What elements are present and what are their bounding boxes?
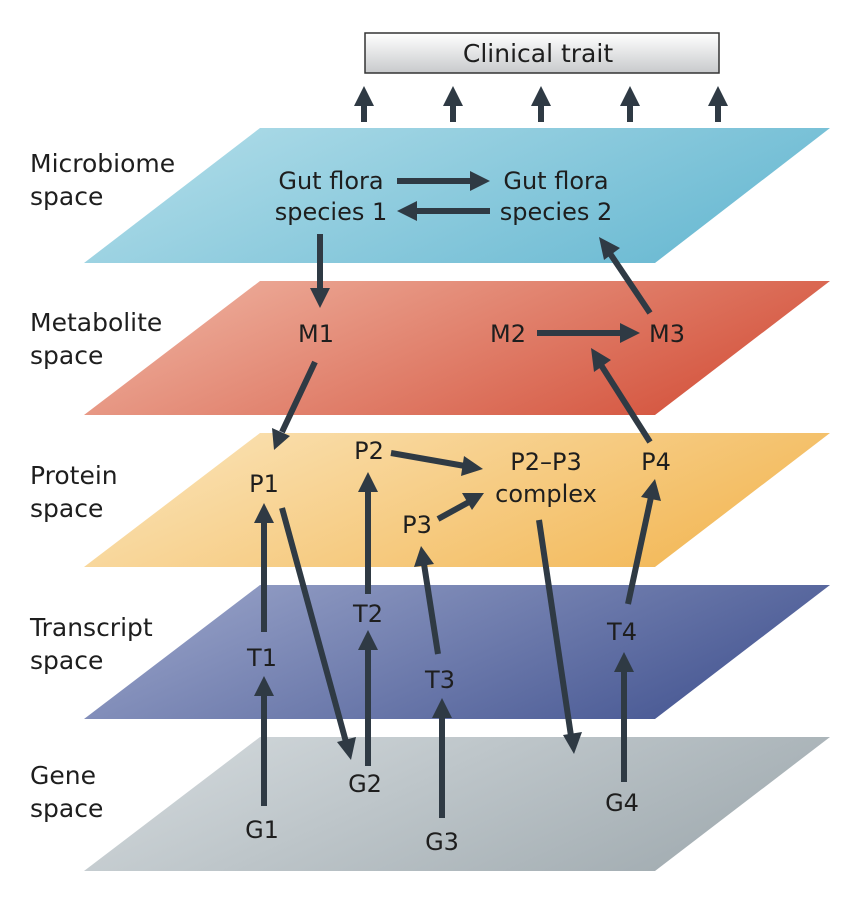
arrow-g2-to-t2 [358, 630, 378, 766]
trait-arrow-head [531, 86, 551, 106]
trait-arrow [443, 86, 463, 122]
arrow-g3-to-t3 [432, 698, 452, 818]
node-g4: G4 [605, 789, 639, 817]
node-p2: P2 [354, 437, 384, 465]
transcript-label-line2: space [30, 646, 103, 675]
trait-arrows [354, 86, 728, 122]
gut-flora-1-line2: species 1 [275, 198, 388, 226]
gene-label-line1: Gene [30, 761, 96, 790]
arrow-p3-to-complex [436, 493, 484, 522]
arrow-gut2-to-gut1 [397, 201, 490, 221]
trait-arrow-head [620, 86, 640, 106]
node-p1: P1 [249, 470, 279, 498]
node-m3: M3 [649, 320, 685, 348]
microbiome-label-line1: Microbiome [30, 149, 175, 178]
trait-arrow [531, 86, 551, 122]
trait-arrow-head [443, 86, 463, 106]
p2-p3-complex-line1: P2–P3 [510, 448, 581, 476]
metabolite-label-line1: Metabolite [30, 308, 162, 337]
arrow-gut1-to-m1 [310, 234, 330, 308]
gut-flora-1-line1: Gut flora [278, 167, 383, 195]
trait-arrow-head [354, 86, 374, 106]
network-arrows [254, 171, 661, 818]
trait-arrow [708, 86, 728, 122]
node-t3: T3 [424, 666, 455, 694]
gene-plane [84, 737, 830, 871]
arrow-gut1-to-gut2 [397, 171, 490, 191]
protein-plane [84, 433, 830, 567]
clinical-trait-box: Clinical trait [364, 32, 720, 74]
trait-arrow-head [708, 86, 728, 106]
metabolite-plane [84, 281, 830, 415]
metabolite-label-line2: space [30, 341, 103, 370]
microbiome-plane [84, 128, 830, 263]
arrow-p2-to-complex [390, 450, 483, 476]
node-p4: P4 [641, 448, 671, 476]
node-labels: Gut flora species 1 Gut flora species 2 … [245, 167, 685, 856]
node-m1: M1 [298, 320, 334, 348]
transcript-label-line1: Transcript [29, 613, 153, 642]
arrow-m3-to-gut2 [599, 237, 653, 315]
node-g2: G2 [348, 770, 382, 798]
arrow-m2-to-m3 [537, 323, 640, 343]
arrow-g4-to-t4 [614, 652, 634, 782]
protein-label-line1: Protein [30, 461, 118, 490]
arrow-g1-to-t1 [254, 676, 274, 806]
transcript-plane [84, 585, 830, 719]
clinical-trait-box-bg [364, 32, 720, 74]
clinical-trait-label: Clinical trait [463, 39, 613, 68]
protein-label-line2: space [30, 494, 103, 523]
arrow-complex-to-g-space [536, 519, 582, 754]
node-g1: G1 [245, 816, 279, 844]
node-t2: T2 [352, 600, 383, 628]
arrow-p4-to-m3 [591, 348, 653, 444]
arrow-m1-to-p1 [272, 360, 318, 450]
node-p3: P3 [402, 511, 432, 539]
arrow-t1-to-p1 [254, 503, 274, 632]
arrow-t2-to-p2 [358, 472, 378, 594]
microbiome-label-line2: space [30, 182, 103, 211]
trait-arrow [354, 86, 374, 122]
trait-arrow [620, 86, 640, 122]
gene-label-line2: space [30, 794, 103, 823]
arrow-p1-to-g2 [279, 507, 356, 760]
node-t4: T4 [606, 618, 637, 646]
p2-p3-complex-line2: complex [495, 480, 597, 508]
node-g3: G3 [425, 828, 459, 856]
arrow-t4-to-p4 [625, 479, 661, 605]
gut-flora-2-line2: species 2 [500, 198, 613, 226]
node-m2: M2 [490, 320, 526, 348]
arrow-t3-to-p3 [414, 546, 441, 655]
gut-flora-2-line1: Gut flora [503, 167, 608, 195]
node-t1: T1 [246, 644, 277, 672]
